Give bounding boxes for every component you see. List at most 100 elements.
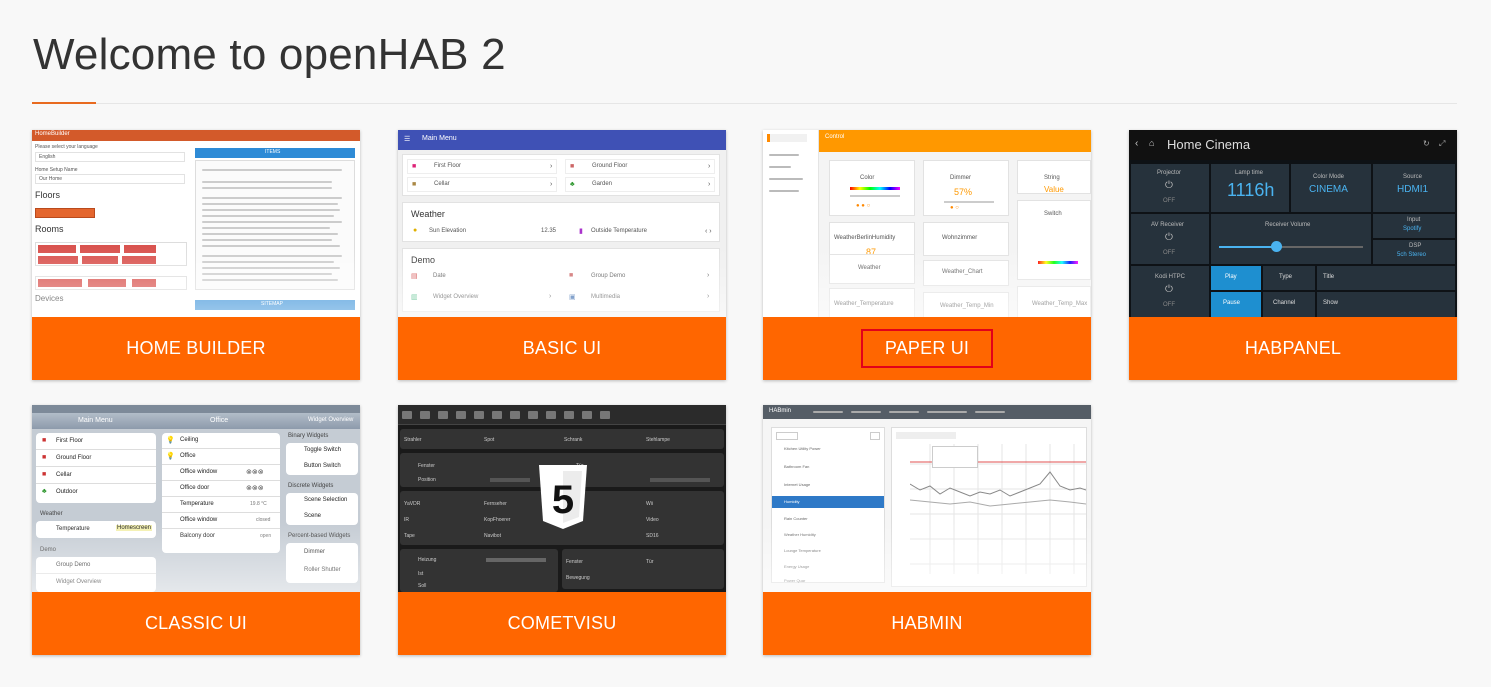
tile-home-builder[interactable]: HomeBuilder Please select your language … (32, 130, 360, 380)
classic-row[interactable]: 💡Office (162, 449, 280, 465)
habmin-list-item[interactable]: Bathroom Fan (784, 464, 810, 469)
tile-classic-ui[interactable]: Main Menu Office Widget Overview ■First … (32, 405, 360, 655)
habmin-list-item[interactable]: Lounge Temperature (784, 548, 821, 553)
hb-room-chip[interactable] (38, 256, 78, 264)
paper-card[interactable]: Weather_Chart (923, 260, 1009, 286)
habmin-chart-toolbar[interactable] (896, 432, 956, 439)
cv-row-label: Fenster (418, 463, 435, 469)
refresh-icon[interactable]: ↻ (1423, 139, 1430, 148)
back-icon[interactable]: ‹ (1135, 138, 1139, 149)
classic-row-label[interactable]: Button Switch (304, 463, 341, 469)
habmin-preview: HABmin Kitchen Utility Power Bathroom Fa… (763, 405, 1091, 592)
hp-widget[interactable]: Kodi HTPC ⏻ OFF (1131, 266, 1209, 317)
hb-floor-slider[interactable] (35, 208, 95, 218)
paper-card[interactable]: Color ● ● ○ (829, 160, 915, 216)
hp-volume-widget[interactable]: Receiver Volume (1211, 214, 1371, 264)
hb-lang-select[interactable]: English (35, 152, 185, 162)
tile-paper-ui[interactable]: Control Color ● ● ○ Dimmer 57% ● ○ Strin… (763, 130, 1091, 380)
habmin-chart-legend (932, 446, 978, 468)
cv-row-label: Tür (646, 559, 654, 565)
classic-row[interactable]: Group Demo (36, 557, 156, 574)
hb-header: HomeBuilder (35, 131, 70, 137)
hp-pause-button[interactable]: Pause (1211, 292, 1261, 317)
cv-slider[interactable] (490, 478, 530, 482)
classic-row[interactable]: 💡Ceiling (162, 433, 280, 449)
basic-row[interactable]: ■First Floor› (407, 159, 557, 174)
classic-row-label[interactable]: Scene (304, 513, 322, 519)
hb-room-chip[interactable] (124, 245, 156, 253)
color-slider[interactable] (850, 187, 900, 190)
paper-card[interactable]: Switch (1017, 200, 1091, 280)
habmin-list-item[interactable]: Kitchen Utility Power (784, 446, 821, 451)
cv-group: Fenster Tür Bewegung (562, 549, 724, 589)
fullscreen-icon[interactable]: ⤢ (1439, 139, 1446, 148)
hp-widget[interactable]: AV Receiver ⏻ OFF (1131, 214, 1209, 264)
cv-slider[interactable] (486, 558, 546, 562)
hb-sitemap-button[interactable]: SITEMAP (195, 300, 355, 310)
paper-card[interactable]: Wohnzimmer (923, 222, 1009, 256)
volume-slider[interactable] (1219, 246, 1363, 248)
basic-demo-row[interactable]: ▤Date (411, 273, 446, 280)
habmin-list-item[interactable]: Energy Usage (784, 564, 810, 569)
paper-card[interactable]: Weather_Temp_Min (923, 292, 1009, 317)
classic-row[interactable]: Office door⊗⊗⊗ (162, 481, 280, 497)
habmin-list-item[interactable]: Internet Usage (784, 482, 811, 487)
hb-room-chip[interactable] (132, 279, 156, 287)
hp-widget[interactable]: Projector ⏻ OFF (1131, 164, 1209, 212)
paper-card[interactable]: Dimmer 57% ● ○ (923, 160, 1009, 216)
basic-row[interactable]: ♣Garden› (565, 177, 715, 192)
hp-type-button[interactable]: Type (1263, 266, 1315, 290)
hb-room-chip[interactable] (88, 279, 126, 287)
menu-icon[interactable]: ☰ (404, 136, 411, 143)
brightness-slider[interactable] (850, 195, 900, 197)
basic-row[interactable]: ■Ground Floor› (565, 159, 715, 174)
classic-row-label[interactable]: Dimmer (304, 549, 325, 555)
paper-card[interactable]: Weather_Temperature (829, 288, 915, 317)
habmin-list-item-selected[interactable]: Humidity (772, 496, 884, 508)
home-icon[interactable]: ⌂ (1149, 138, 1155, 148)
classic-row[interactable]: ■Ground Floor (36, 450, 156, 467)
classic-row-label[interactable]: Toggle Switch (304, 447, 342, 453)
hb-items-button[interactable]: ITEMS (195, 148, 355, 158)
hp-widget[interactable]: Input Spotify (1373, 214, 1455, 238)
dimmer-slider[interactable] (944, 201, 994, 203)
habmin-select[interactable] (776, 432, 798, 440)
hb-room-chip[interactable] (38, 245, 76, 253)
classic-row-label[interactable]: Scene Selection (304, 497, 348, 503)
cv-slider[interactable] (650, 478, 710, 482)
hp-widget[interactable]: DSP 5ch Stereo (1373, 240, 1455, 264)
hb-room-chip[interactable] (82, 256, 118, 264)
hb-room-chip[interactable] (38, 279, 82, 287)
basic-row-label: First Floor (434, 163, 461, 169)
volume-slider-knob[interactable] (1271, 241, 1282, 252)
paper-card[interactable]: Weather (829, 254, 915, 284)
habmin-list-item[interactable]: Rain Counter (784, 516, 808, 521)
cv-row-label: Fernseher (484, 501, 507, 507)
hb-room-chip[interactable] (80, 245, 120, 253)
habmin-add-button[interactable] (870, 432, 880, 440)
tile-habmin[interactable]: HABmin Kitchen Utility Power Bathroom Fa… (763, 405, 1091, 655)
basic-demo-row[interactable]: ▣Multimedia› (569, 293, 710, 301)
habmin-list-item[interactable]: Power Quar (784, 578, 806, 583)
classic-row-label[interactable]: Roller Shutter (304, 567, 341, 573)
basic-row[interactable]: ■Cellar› (407, 177, 557, 192)
hp-play-button[interactable]: Play (1211, 266, 1261, 290)
hp-button-label: Title (1323, 274, 1335, 280)
hp-channel-button[interactable]: Channel (1263, 292, 1315, 317)
classic-row[interactable]: Widget Overview (36, 574, 156, 591)
classic-row[interactable]: ♣Outdoor (42, 488, 78, 495)
hb-setup-input[interactable]: Our Home (35, 174, 185, 184)
paper-card[interactable]: String Value (1017, 160, 1091, 194)
paper-card[interactable]: Weather_Temp_Max (1017, 286, 1091, 317)
color-slider[interactable] (1038, 261, 1078, 264)
classic-row[interactable]: ■First Floor (36, 433, 156, 450)
tile-basic-ui[interactable]: ☰ Main Menu ■First Floor› ■Ground Floor›… (398, 130, 726, 380)
basic-demo-row[interactable]: ■Group Demo› (569, 272, 710, 279)
classic-row[interactable]: Office window⊗⊗⊗ (162, 465, 280, 481)
habmin-list-item[interactable]: Weather Humidity (784, 532, 816, 537)
tile-cometvisu[interactable]: Strahler Spot Schrank Stehlampe Fenster … (398, 405, 726, 655)
hb-room-chip[interactable] (122, 256, 156, 264)
basic-demo-row[interactable]: ▥Widget Overview› (411, 293, 552, 301)
classic-row[interactable]: ■Cellar (36, 467, 156, 484)
tile-habpanel[interactable]: ‹ ⌂ Home Cinema ↻ ⤢ Projector ⏻ OFF Lamp… (1129, 130, 1457, 380)
